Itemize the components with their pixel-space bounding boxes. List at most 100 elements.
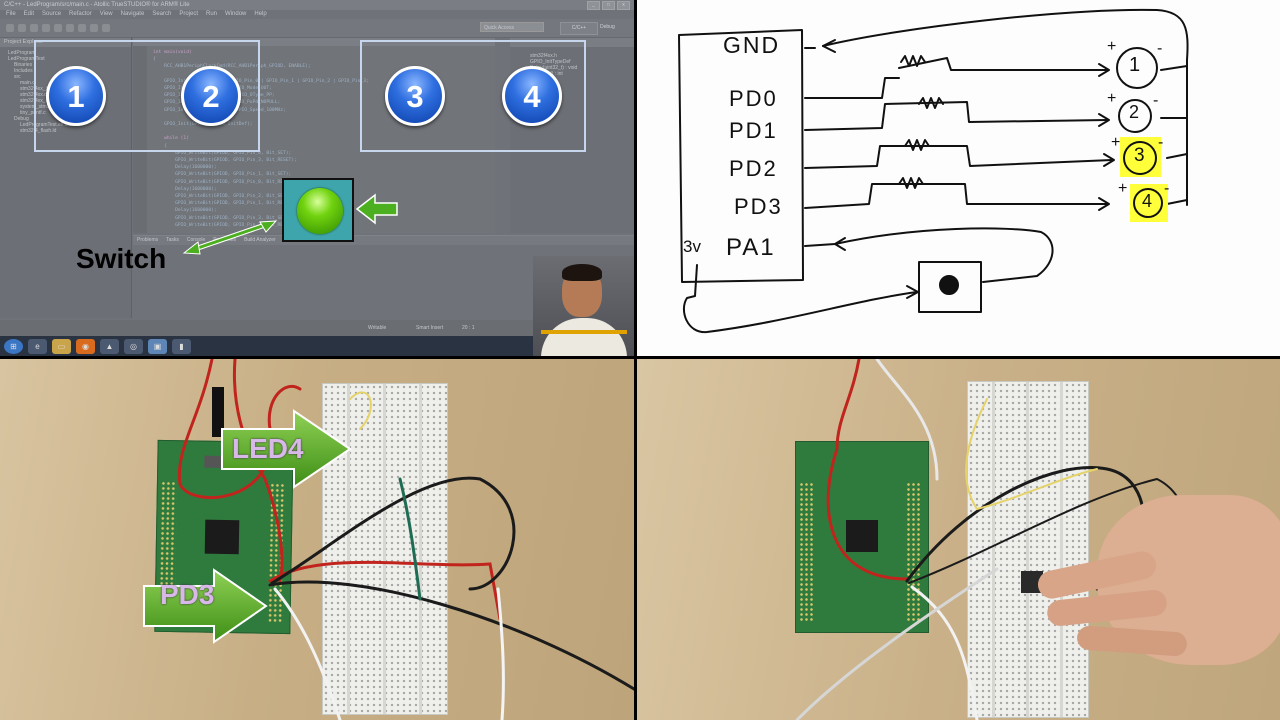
menu-project[interactable]: Project: [179, 11, 199, 17]
webcam-overlay: [533, 256, 634, 356]
project-tree-item[interactable]: LedProgramTest.elf.launch: [20, 122, 80, 128]
project-tree-item[interactable]: LedProgram: [8, 50, 36, 56]
close-button[interactable]: x: [617, 1, 630, 10]
led-4-circle: [1133, 188, 1163, 218]
led-callout-2: 2: [181, 66, 241, 126]
perspective-c-cpp[interactable]: C/C++: [560, 22, 598, 35]
label-pd3: PD3: [160, 579, 215, 610]
ide-screenshot-panel: C/C++ - LedProgram/src/main.c - Atollic …: [0, 0, 634, 356]
hand-pressing-switch: [1035, 489, 1280, 720]
truestudio-icon[interactable]: ▣: [148, 338, 167, 354]
presenter-shirt: [541, 318, 627, 356]
push-switch-button: [939, 275, 959, 295]
forward-icon[interactable]: [102, 24, 110, 32]
status-bar: Writable Smart Insert 20 : 1: [0, 320, 634, 336]
menu-search[interactable]: Search: [152, 11, 172, 17]
toolbar: [0, 19, 634, 38]
outline-tab[interactable]: [510, 38, 634, 47]
switch-graphic: [282, 178, 354, 242]
console-tab[interactable]: Build Analyzer: [244, 237, 276, 243]
push-switch-box: [918, 261, 982, 313]
menu-bar: File Edit Source Refactor View Navigate …: [0, 10, 634, 19]
mcu-box: [678, 29, 804, 283]
code-line: RCC_AHB1PeriphClockCmd(RCC_AHB1Periph_GP…: [153, 64, 311, 70]
menu-run[interactable]: Run: [206, 11, 218, 17]
presenter-hair: [562, 264, 602, 281]
vlc-icon[interactable]: ▲: [100, 338, 119, 354]
project-tree-item[interactable]: stm32f4xx_it.h: [20, 98, 53, 104]
code-line: Delay(1600000);: [153, 165, 217, 171]
hardware-photo-right: [637, 359, 1280, 720]
minimize-button[interactable]: _: [587, 1, 600, 10]
arrow-left-icon: [355, 193, 398, 225]
console-tab[interactable]: Problems: [137, 237, 159, 243]
minus-sign-2: -: [1153, 92, 1159, 109]
code-line: GPIO_WriteBit(GPIOD, GPIO_Pin_3, Bit_SET…: [153, 215, 292, 221]
project-tree-item[interactable]: stm32f4_flash.ld: [20, 128, 57, 134]
menu-source[interactable]: Source: [42, 11, 62, 17]
menu-file[interactable]: File: [6, 11, 16, 17]
menu-view[interactable]: View: [99, 11, 113, 17]
app-icon[interactable]: ▮: [172, 338, 191, 354]
quick-access-input[interactable]: Quick Access: [480, 22, 544, 32]
console-tab[interactable]: Tasks: [166, 237, 179, 243]
project-tree-item[interactable]: src: [14, 74, 21, 80]
menu-refactor[interactable]: Refactor: [69, 11, 92, 17]
plus-sign-3: +: [1111, 134, 1121, 151]
pin-label-pd3: PD3: [734, 194, 783, 219]
breadboard: [322, 383, 448, 715]
project-tree-item[interactable]: stm32f4xx.c: [20, 92, 47, 98]
maximize-button[interactable]: □: [602, 1, 615, 10]
project-tree-item[interactable]: main.c: [20, 80, 35, 86]
gnd-arrow: [822, 39, 836, 53]
menu-edit[interactable]: Edit: [23, 11, 35, 17]
project-tree-item[interactable]: LedProgramTest: [8, 56, 45, 62]
code-line: Delay(1600000);: [153, 208, 217, 214]
menu-navigate[interactable]: Navigate: [120, 11, 145, 17]
led-callout-4: 4: [502, 66, 562, 126]
perspective-debug[interactable]: Debug: [600, 24, 615, 30]
pin-label-pa1: PA1: [726, 234, 776, 261]
external-tools-icon[interactable]: [66, 24, 74, 32]
code-line: GPIO_WriteBit(GPIOD, GPIO_Pin_2, Bit_SET…: [153, 194, 292, 199]
project-tree-item[interactable]: tiny_printf.c: [20, 110, 46, 116]
ie-icon[interactable]: e: [28, 338, 47, 354]
explorer-icon[interactable]: ▭: [52, 338, 71, 354]
debug-icon[interactable]: [42, 24, 50, 32]
stm32-discovery-board-right: [795, 441, 929, 633]
project-tree-item[interactable]: Includes: [14, 68, 33, 74]
outline-item[interactable]: stm32f4xx.h: [530, 53, 557, 59]
windows-start-icon[interactable]: ⊞: [4, 338, 23, 354]
editor-ruler: [133, 46, 147, 233]
search-icon[interactable]: [78, 24, 86, 32]
pin-label-pd0: PD0: [729, 86, 778, 111]
pin-label-pd1: PD1: [729, 118, 778, 143]
circuit-sketch: [678, 8, 1189, 334]
menu-help[interactable]: Help: [254, 11, 267, 17]
minus-sign-1: -: [1157, 40, 1163, 57]
run-icon[interactable]: [54, 24, 62, 32]
label-led4: LED4: [232, 433, 304, 464]
code-line: GPIO_Init(GPIOD, &GPIO_InitDef);: [164, 122, 253, 127]
project-explorer-tab[interactable]: Project Explorer: [0, 38, 131, 47]
project-tree-item[interactable]: Binaries: [14, 62, 33, 68]
build-icon[interactable]: [30, 24, 38, 32]
save-icon[interactable]: [18, 24, 26, 32]
minus-sign-3: -: [1158, 134, 1164, 151]
minus-sign-4: -: [1164, 180, 1170, 197]
outline-item[interactable]: Delay(uint32_t) : void: [530, 65, 578, 71]
project-tree-item[interactable]: Debug: [14, 116, 29, 122]
back-icon[interactable]: [90, 24, 98, 32]
pd3-arrow-icon: [143, 568, 268, 644]
console-tab[interactable]: Console: [186, 237, 206, 243]
outline-item[interactable]: GPIO_InitTypeDef: [530, 59, 571, 65]
firefox-icon[interactable]: ◉: [76, 338, 95, 354]
new-icon[interactable]: [6, 24, 14, 32]
chrome-icon[interactable]: ◎: [124, 338, 143, 354]
project-tree-item[interactable]: system_stm32f4xx.c: [20, 104, 66, 110]
menu-window[interactable]: Window: [225, 11, 247, 17]
editor-tab-bar: [133, 38, 495, 46]
gnd-return-wire: [822, 8, 1189, 206]
led-label-4: 4: [1142, 191, 1153, 211]
plus-sign-2: +: [1107, 90, 1117, 107]
